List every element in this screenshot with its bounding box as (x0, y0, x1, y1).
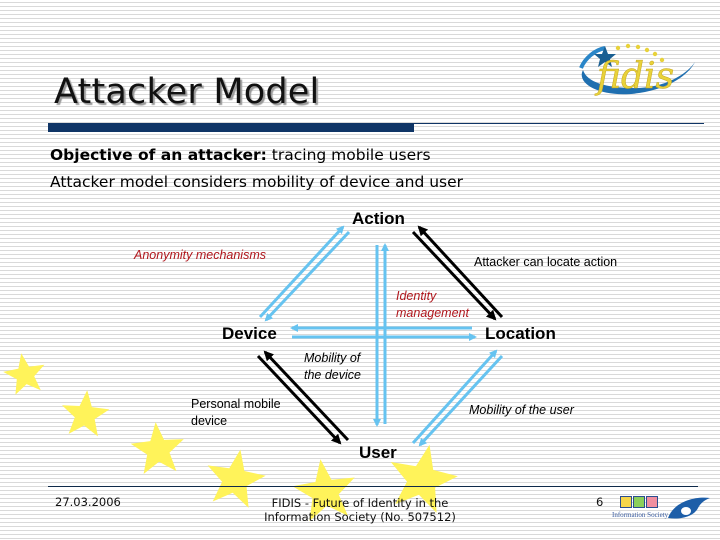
star-icon (3, 353, 45, 395)
bullet-attacker-model: Attacker model considers mobility of dev… (50, 173, 464, 191)
label-personal-mobile-device: Personal mobile device (191, 396, 281, 430)
star-icon (292, 459, 355, 522)
page-title: Attacker Model (54, 72, 320, 112)
footer-page-number: 6 (596, 495, 604, 509)
arrow-user-to-location (411, 349, 498, 445)
title-underline-line (414, 123, 704, 124)
ist-check-icon (633, 496, 645, 508)
label-mobility-of-device: Mobility of the device (304, 350, 361, 384)
label-mobility-device-line1: Mobility of (304, 351, 361, 365)
node-user: User (359, 443, 397, 462)
label-personal-line1: Personal mobile (191, 397, 281, 411)
label-identity-management: Identity management (396, 288, 469, 322)
footer-date: 27.03.2006 (55, 495, 121, 509)
star-icon (62, 390, 110, 437)
arrow-device-to-action (258, 225, 345, 319)
title-underline-bar (48, 123, 414, 132)
node-action: Action (352, 209, 405, 228)
node-location: Location (485, 324, 556, 343)
arrow-action-to-device (264, 230, 351, 322)
ist-logo-text: Information Society (612, 511, 669, 519)
small-stars-icon (615, 43, 665, 63)
swoosh-tail (579, 46, 606, 69)
arrow-action-to-location (411, 230, 497, 321)
label-mobility-of-user: Mobility of the user (469, 403, 574, 417)
footer-project-line2: Information Society (No. 507512) (264, 510, 456, 524)
footer-project: FIDIS - Future of Identity in the Inform… (230, 496, 490, 524)
swoosh-shape (581, 62, 695, 95)
arrow-device-to-user (256, 354, 342, 445)
ist-wave-icon (646, 496, 658, 508)
fidis-logo: fidis (579, 43, 695, 97)
node-device: Device (222, 324, 277, 343)
label-identity-line1: Identity (396, 289, 437, 303)
star-icon (390, 444, 458, 513)
label-identity-line2: management (396, 306, 469, 320)
bullet-objective: Objective of an attacker: tracing mobile… (50, 146, 431, 164)
arrow-location-to-action (417, 225, 504, 319)
footer-divider (48, 486, 698, 487)
bullet-objective-rest: tracing mobile users (266, 146, 431, 164)
fidis-logo-text: fidis (594, 56, 674, 97)
fp6-logo (668, 497, 710, 519)
label-personal-line2: device (191, 414, 228, 428)
blue-star-icon (594, 46, 616, 67)
bullet-objective-bold: Objective of an attacker: (50, 146, 267, 164)
label-mobility-device-line2: the device (304, 368, 361, 382)
arrow-user-to-device (263, 350, 350, 442)
label-anonymity-mechanisms: Anonymity mechanisms (134, 248, 266, 262)
ist-arrow-icon (620, 496, 632, 508)
label-attacker-can-locate: Attacker can locate action (474, 255, 618, 269)
star-icon (130, 422, 184, 474)
arrow-location-to-user (418, 354, 504, 447)
star-icon (207, 449, 266, 508)
footer-project-line1: FIDIS - Future of Identity in the (271, 496, 449, 510)
